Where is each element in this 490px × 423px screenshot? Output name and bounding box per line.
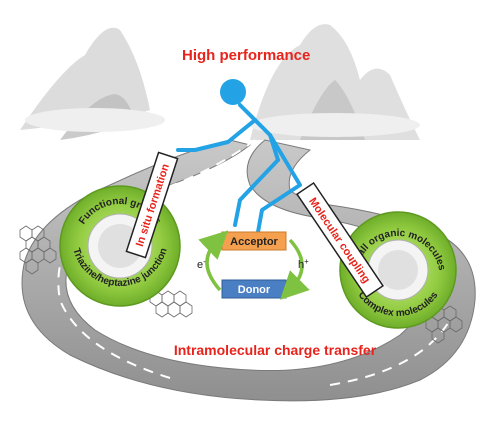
donor-label: Donor	[238, 284, 271, 296]
acceptor-box: Acceptor	[221, 231, 287, 251]
rider-leg	[256, 133, 302, 234]
rider-arm	[176, 118, 257, 152]
bottom-label-charge-transfer: Intramolecular charge transfer	[174, 342, 377, 358]
molecule-pattern-left	[19, 225, 57, 275]
hole-symbol: h+	[298, 257, 309, 271]
donor-box: Donor	[221, 279, 287, 299]
rider-head	[220, 79, 246, 105]
electron-symbol: e-	[197, 257, 206, 271]
rider-leg-back	[233, 158, 280, 227]
mountains	[20, 24, 420, 140]
electron-arrow	[198, 230, 229, 292]
molecule-pattern-bottom-left	[149, 290, 193, 318]
acceptor-label: Acceptor	[230, 236, 278, 248]
title-high-performance: High performance	[182, 47, 310, 64]
hole-arrow	[280, 238, 310, 300]
rider-figure	[176, 79, 302, 234]
right-wheel: Small organic molecules Complex molecule…	[339, 211, 457, 329]
